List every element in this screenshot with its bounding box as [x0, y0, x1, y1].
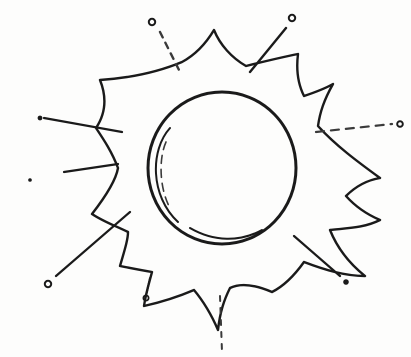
ray-left-upper [44, 118, 122, 132]
sun-rays [44, 28, 392, 352]
dot-left-upper [38, 116, 43, 121]
dot-left-lower [28, 178, 32, 182]
dot-right [397, 121, 403, 127]
dot-bottom-left [45, 281, 51, 287]
dot-top-left [149, 19, 155, 25]
sun-sphere [148, 92, 296, 244]
ray-bottom-right [294, 236, 340, 276]
dot-bottom-right [343, 279, 349, 285]
ray-right [316, 124, 392, 132]
sun-flare-outline [92, 30, 380, 330]
ray-bottom-left-small [146, 278, 150, 296]
ray-top-right [250, 28, 286, 72]
dot-top-right [289, 15, 295, 21]
ray-bottom [220, 296, 222, 352]
ray-left-lower [64, 164, 118, 172]
